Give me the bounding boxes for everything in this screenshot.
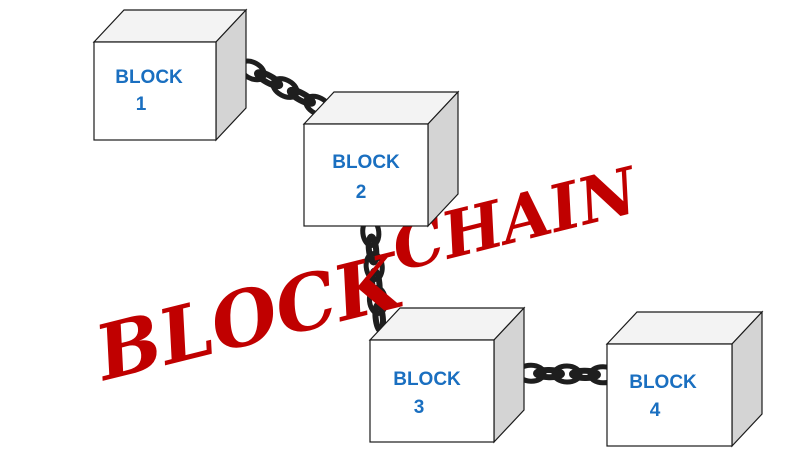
block-front-face — [606, 343, 733, 447]
block-number: 2 — [356, 182, 367, 203]
block-front-face — [93, 41, 217, 141]
block-label: BLOCK — [115, 67, 183, 88]
chain-link — [363, 251, 385, 282]
block-3: BLOCK 3 — [368, 306, 526, 444]
block-2: BLOCK 2 — [302, 90, 460, 228]
chain-icon — [237, 58, 333, 118]
chain-link — [551, 363, 583, 385]
chain-link — [368, 267, 383, 300]
block-1: BLOCK 1 — [92, 8, 248, 142]
block-front-face — [303, 123, 429, 227]
chain-link — [366, 285, 389, 316]
chain-link — [569, 367, 601, 382]
chain-icon — [515, 362, 619, 386]
block-4: BLOCK 4 — [605, 310, 764, 448]
block-number: 3 — [414, 397, 425, 418]
block-label: BLOCK — [393, 369, 461, 390]
block-number: 4 — [650, 400, 661, 421]
block-label: BLOCK — [332, 152, 400, 173]
chain-link — [533, 366, 565, 381]
block-label: BLOCK — [629, 372, 697, 393]
chain-link — [365, 233, 380, 266]
block-front-face — [369, 339, 495, 443]
chain-link — [270, 76, 300, 100]
word-block: BLOCK — [85, 236, 413, 399]
chain-link — [254, 69, 284, 90]
chain-link — [286, 86, 316, 107]
block-number: 1 — [136, 94, 147, 115]
